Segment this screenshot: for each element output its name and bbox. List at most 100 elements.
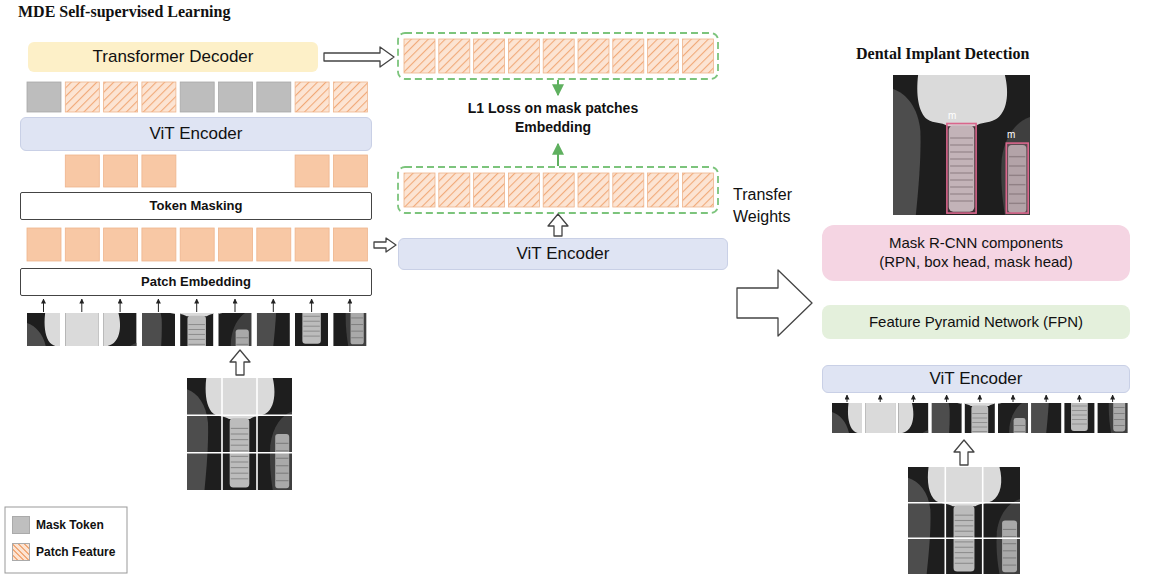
dashed-group xyxy=(398,167,718,213)
patch-arrow xyxy=(1079,395,1080,402)
token xyxy=(180,82,214,112)
label-text: L1 Loss on mask patches Embedding xyxy=(468,100,638,135)
patch-grid xyxy=(187,378,292,490)
token xyxy=(578,173,609,207)
legend-frame xyxy=(5,507,127,573)
token xyxy=(543,39,574,73)
box-label: ViT Encoder xyxy=(930,368,1023,389)
token xyxy=(404,173,435,207)
box-label: Patch Embedding xyxy=(141,274,251,290)
box-label: ViT Encoder xyxy=(150,123,243,144)
token xyxy=(295,228,329,261)
patch-thumbnail xyxy=(838,403,928,493)
token xyxy=(508,173,539,207)
box-label: Transformer Decoder xyxy=(93,46,254,67)
token xyxy=(219,228,253,261)
token xyxy=(648,39,679,73)
legend-entry: Patch Feature xyxy=(12,543,115,561)
token xyxy=(682,173,713,207)
xray-image xyxy=(187,378,292,490)
patch-arrow xyxy=(1112,395,1113,402)
token xyxy=(104,228,138,261)
token xyxy=(333,155,367,187)
box-label: Feature Pyramid Network (FPN) xyxy=(869,313,1083,332)
token xyxy=(648,173,679,207)
loss-arrow xyxy=(557,144,559,166)
process-box: Feature Pyramid Network (FPN) xyxy=(822,305,1130,339)
patch-arrow xyxy=(81,299,82,312)
token xyxy=(142,228,176,261)
token xyxy=(65,155,99,187)
token xyxy=(295,82,329,112)
box-label: ViT Encoder xyxy=(517,243,610,264)
patch-arrow xyxy=(158,299,159,312)
label-text: Dental Implant Detection xyxy=(856,45,1029,62)
process-box: ViT Encoder xyxy=(20,117,372,151)
patch-thumbnail xyxy=(267,247,366,346)
loss-label: L1 Loss on mask patches Embedding xyxy=(453,99,653,137)
patch-arrow xyxy=(349,299,350,312)
patch-grid xyxy=(908,467,1020,574)
label-text: m xyxy=(1007,129,1015,140)
label-text: m xyxy=(948,110,956,121)
token xyxy=(104,155,138,187)
legend-text: Mask Token xyxy=(36,518,104,532)
process-box: ViT Encoder xyxy=(398,238,728,270)
patch-arrow xyxy=(847,395,848,402)
process-box: Transformer Decoder xyxy=(28,42,318,72)
process-box: ViT Encoder xyxy=(822,365,1130,393)
detection-box xyxy=(947,124,976,214)
token xyxy=(65,228,99,261)
token xyxy=(578,39,609,73)
token xyxy=(613,173,644,207)
section-title: Dental Implant Detection xyxy=(856,44,1136,63)
figure-title: MDE Self-supervised Learning xyxy=(18,3,230,21)
label-text: Transfer Weights xyxy=(733,186,792,225)
legend-swatch xyxy=(12,543,30,561)
token xyxy=(682,39,713,73)
token xyxy=(404,39,435,73)
class-tag: m xyxy=(1007,129,1021,141)
token xyxy=(27,82,61,112)
process-box: Patch Embedding xyxy=(20,268,372,296)
token xyxy=(333,228,367,261)
token xyxy=(508,39,539,73)
patch-arrow xyxy=(946,395,947,402)
patch-arrow xyxy=(120,299,121,312)
hollow-arrow xyxy=(737,270,812,336)
legend-text: Patch Feature xyxy=(36,545,115,559)
token xyxy=(257,82,291,112)
legend-entry: Mask Token xyxy=(12,516,104,534)
dashed-group xyxy=(398,33,718,79)
token xyxy=(474,173,505,207)
token-layer xyxy=(27,39,1128,493)
hollow-arrow xyxy=(954,440,974,465)
patch-arrow xyxy=(273,299,274,312)
token xyxy=(543,173,574,207)
token xyxy=(219,82,253,112)
token xyxy=(474,39,505,73)
token xyxy=(142,155,176,187)
patch-arrow xyxy=(43,299,44,312)
patch-arrow xyxy=(979,395,980,402)
legend-swatch xyxy=(12,516,30,534)
patch-arrow xyxy=(880,395,881,402)
token xyxy=(27,228,61,261)
hollow-arrow xyxy=(548,214,568,236)
box-label: Token Masking xyxy=(150,198,243,214)
hollow-arrow xyxy=(324,47,394,67)
token xyxy=(257,228,291,261)
loss-arrow xyxy=(557,80,559,95)
token xyxy=(613,39,644,73)
patch-arrow xyxy=(1046,395,1047,402)
detection-box xyxy=(1006,143,1028,213)
patch-thumbnail xyxy=(38,313,137,412)
detection-image xyxy=(893,75,1030,215)
class-tag: m xyxy=(948,110,962,122)
box-label: Mask R-CNN components (RPN, box head, ma… xyxy=(874,234,1079,272)
process-box: Mask R-CNN components (RPN, box head, ma… xyxy=(822,225,1130,281)
token xyxy=(439,39,470,73)
patch-arrow xyxy=(196,299,197,312)
token xyxy=(142,82,176,112)
